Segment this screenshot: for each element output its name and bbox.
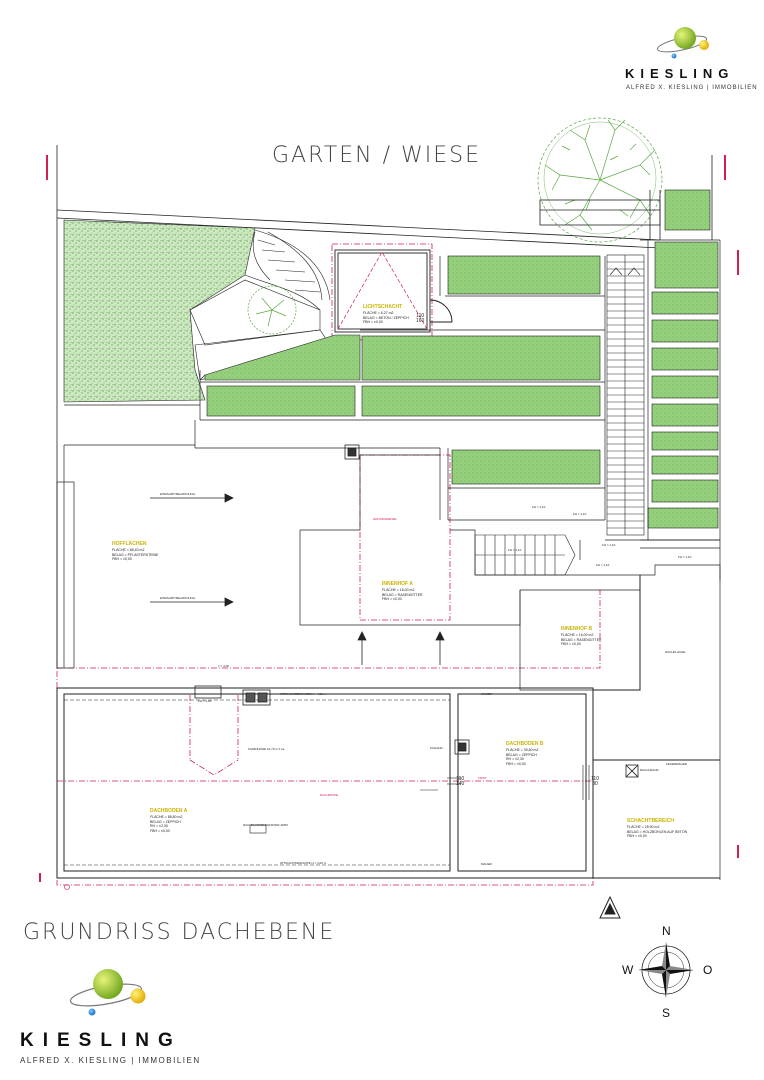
- garden-title: GARTEN / WIESE: [272, 143, 481, 168]
- driveway-arrows: [150, 493, 445, 665]
- label-fh-2: FH = 1,10: [573, 512, 587, 516]
- chimney-symbol-right: [625, 764, 639, 778]
- label-attika-bottom: ATTIKAUNTERKANTE H = 4,60 m: [280, 861, 327, 865]
- right-staircase: [606, 254, 645, 536]
- chimney-courtyard: [344, 444, 360, 460]
- roof-windows: [249, 765, 590, 834]
- label-fh-6: FH = 1,10: [678, 555, 692, 559]
- tree-symbol: [537, 117, 663, 243]
- compass-east: O: [703, 963, 713, 977]
- room-title-dachboden-a: DACHBODEN A: [150, 808, 188, 814]
- label-fh-1: FH = 1,10: [532, 505, 546, 509]
- roof-chimneys: [194, 685, 470, 755]
- compass-west: W: [622, 963, 634, 977]
- brand-tagline-bottom: ALFRED X. KIESLING | IMMOBILIEN: [20, 1056, 201, 1065]
- room-title-innenhof-b: INNENHOF B: [561, 626, 593, 632]
- room-title-dachboden-b: DACHBODEN B: [506, 741, 544, 747]
- boundary-ticks: [39, 155, 739, 882]
- label-dim-fh: FH = 2,30: [198, 699, 212, 703]
- room-title-innenhof-a: INNENHOF A: [382, 581, 413, 587]
- label-feuermauer: FEUERMAUER: [666, 762, 688, 766]
- garden-walls: [64, 256, 606, 521]
- compass-north: N: [662, 924, 671, 938]
- room-title-hof: HOFFLÄCHEN: [112, 541, 147, 547]
- label-first: FIRST: [478, 776, 487, 780]
- brand-name-top: KIESLING: [625, 66, 735, 81]
- label-kaminhoehe: KAMINHÖHE 10,70 m ± ca.: [248, 747, 286, 751]
- lawn-strips: [204, 189, 711, 485]
- lawn-left: [63, 219, 256, 403]
- label-fh-5: FH = 1,10: [596, 563, 610, 567]
- terrace-lawns: [647, 241, 719, 529]
- inner-staircase: [474, 534, 576, 576]
- room-title-lichtschacht: LICHTSCHACHT: [363, 304, 403, 310]
- label-entrance: ZUGANG: [430, 746, 443, 750]
- brand-logo-top: [657, 27, 709, 59]
- shrub-symbol: [247, 285, 297, 335]
- marker-circle: [64, 884, 70, 890]
- room-title-schacht: SCHACHTBEREICH: [627, 818, 674, 824]
- label-rauchfang: RAUCHFANG: [640, 768, 659, 772]
- compass-south: S: [662, 1006, 671, 1020]
- label-mauer-2: MAUER: [481, 862, 492, 866]
- brand-name-bottom: KIESLING: [20, 1030, 182, 1051]
- label-fh-3: FH = 1,10: [508, 548, 522, 552]
- light-well: [334, 249, 453, 333]
- label-einfahrt-1: EINFAHRT BEGRÜNUNG: [160, 492, 196, 496]
- plan-title: GRUNDRISS DACHEBENE: [23, 920, 336, 945]
- roof-ridges: [64, 699, 450, 866]
- brand-tagline-top: ALFRED X. KIESLING | IMMOBILIEN: [626, 85, 758, 91]
- roof-building: [56, 575, 720, 879]
- label-attika-top: ATTIKAUNTERKANTE H = 4,60 m: [280, 692, 327, 696]
- label-einfahrt-2: EINFAHRT BEGRÜNUNG: [160, 596, 196, 600]
- compass-rose: [638, 942, 694, 998]
- label-dim-7: 7 = 4,00: [218, 664, 229, 668]
- label-mauer-1: MAUER: [481, 692, 492, 696]
- label-fh-4: FH = 1,10: [602, 543, 616, 547]
- label-dachflaechenfenster: DACHFLÄCHENFENSTER 40/60: [243, 823, 288, 827]
- label-dachrinne: DACHRINNE: [320, 793, 338, 797]
- label-dachflaeche: DACHFLÄCHE: [665, 650, 686, 654]
- brand-logo-bottom: [69, 969, 146, 1016]
- level-marker: [599, 895, 621, 919]
- label-grundgrenze: GRUNDGRENZE: [373, 517, 397, 521]
